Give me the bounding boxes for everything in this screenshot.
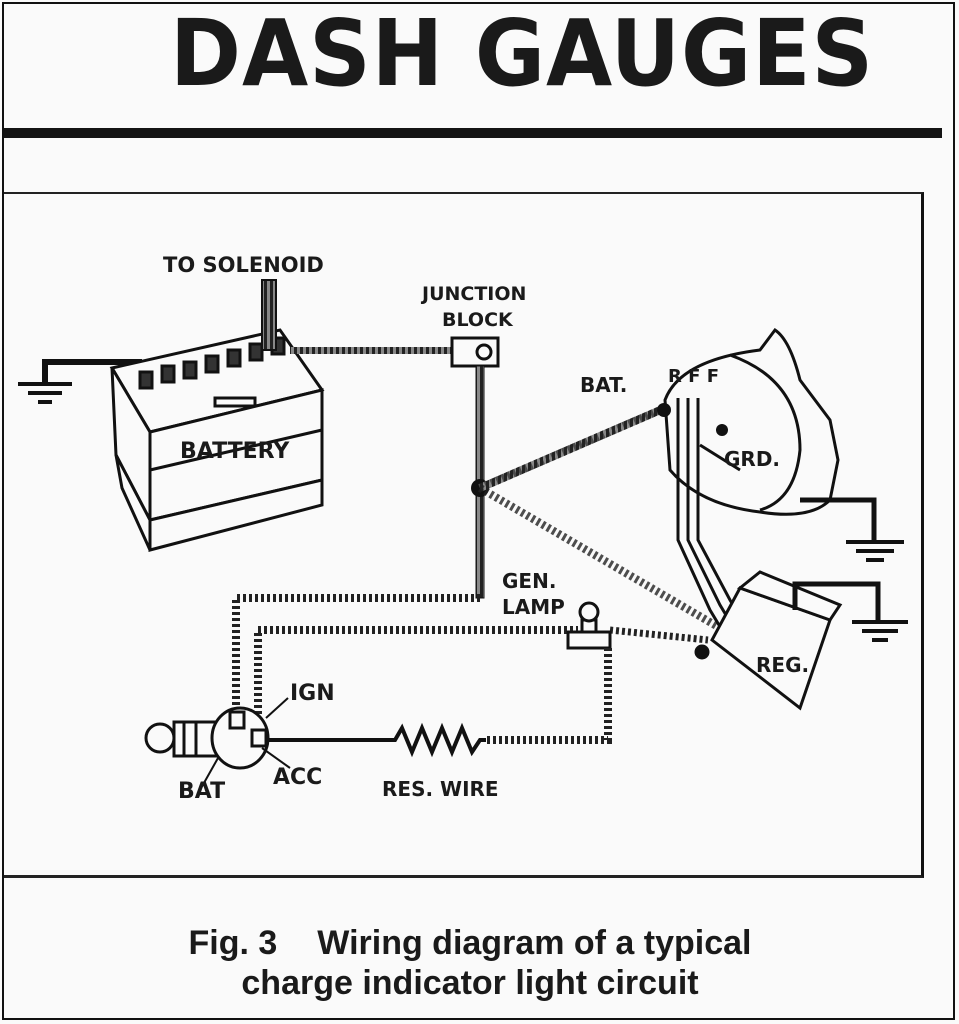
page-title: DASH GAUGES — [170, 0, 875, 107]
ign-label: IGN — [290, 681, 335, 706]
junction-label-2: BLOCK — [442, 309, 514, 331]
regulator-ground-icon — [792, 581, 908, 642]
junction-label-1: JUNCTION — [420, 283, 526, 305]
res-wire-label: RES. WIRE — [382, 777, 499, 801]
gen-lamp-icon — [566, 601, 612, 650]
diagram-frame — [4, 192, 924, 878]
wire-ign-lamp — [254, 626, 578, 720]
battery-icon — [109, 328, 325, 552]
alt-rff-label: R F F — [668, 366, 719, 387]
junction-block-icon — [450, 336, 500, 368]
title-rule — [4, 128, 942, 138]
wire-lamp-regulator — [609, 626, 709, 644]
caption-text-1: Wiring diagram of a typical — [317, 924, 752, 962]
bat-label: BAT — [178, 779, 225, 804]
lamp-label: LAMP — [502, 595, 565, 619]
to-solenoid-label: TO SOLENOID — [163, 253, 324, 277]
wire-splice-regulator — [477, 484, 723, 632]
solenoid-cable — [261, 279, 277, 351]
battery-ground-icon — [18, 359, 142, 404]
acc-label: ACC — [273, 765, 322, 790]
gen-label: GEN. — [502, 569, 556, 593]
resistor-icon — [268, 722, 486, 758]
reg-label: REG. — [756, 653, 809, 677]
grd-label: GRD. — [724, 447, 780, 471]
wire-lamp-res — [486, 648, 612, 744]
figure-number: Fig. 3 — [188, 924, 278, 962]
alt-bat-label: BAT. — [580, 373, 627, 397]
figure-caption-line2: charge indicator light circuit — [241, 964, 699, 1002]
battery-label: BATTERY — [180, 439, 290, 464]
wire-junction-ignition — [232, 594, 480, 720]
alternator-icon — [663, 327, 840, 516]
alternator-ground-icon — [800, 497, 904, 562]
figure-caption-line1: Fig. 3 Wiring diagram of a typical — [0, 922, 940, 964]
ignition-switch-icon — [144, 706, 270, 770]
wire-splice-alt-bat — [478, 404, 667, 492]
wire-battery-junction — [290, 347, 452, 354]
regulator-icon — [694, 570, 843, 711]
